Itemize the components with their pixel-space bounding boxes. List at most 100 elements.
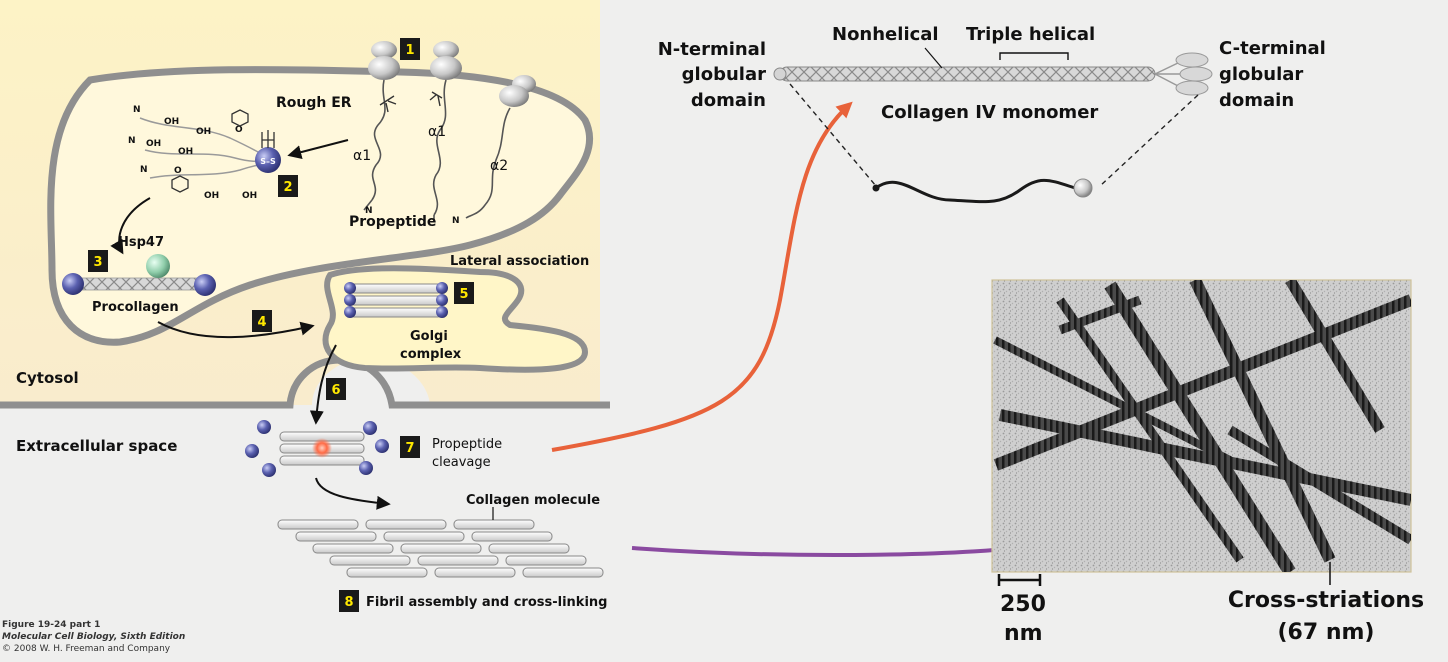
hsp47-icon <box>146 254 170 278</box>
c-propeptide-icon <box>194 274 216 296</box>
c-terminal-globule-icon <box>1179 66 1213 82</box>
cross-striations-label: Cross-striations <box>1228 588 1424 613</box>
oh-label: OH <box>178 147 193 157</box>
alpha1-chain-a <box>371 79 386 201</box>
scale-bar-unit: nm <box>1004 621 1043 646</box>
orange-arrow <box>551 101 853 452</box>
step-6-marker: 6 <box>326 378 346 400</box>
disulfide-globule-icon <box>255 147 281 173</box>
c-terminal-line3: domain <box>1219 90 1294 111</box>
collagen-molecule-label: Collagen molecule <box>466 493 600 508</box>
svg-text:7: 7 <box>405 441 414 456</box>
o-label: O <box>235 125 243 135</box>
n-terminus-label: N <box>365 206 373 216</box>
svg-text:5: 5 <box>459 287 468 302</box>
arrow-4-to-golgi <box>157 321 315 339</box>
figure-caption-line3: © 2008 W. H. Freeman and Company <box>2 644 171 654</box>
o-label: O <box>174 166 182 176</box>
arrow-6-exocytosis <box>309 344 337 425</box>
disulfide-label: S–S <box>260 157 276 166</box>
figure-caption-line1: Figure 19-24 part 1 <box>2 620 101 630</box>
procollagen-label: Procollagen <box>92 300 179 315</box>
alpha-chains <box>363 79 511 222</box>
c-terminal-ball-icon <box>1073 178 1093 198</box>
triple-helical-label: Triple helical <box>966 24 1095 45</box>
golgi-complex <box>322 265 589 373</box>
collagen-iv-monomer-title: Collagen IV monomer <box>881 102 1098 123</box>
procollagen <box>62 254 216 296</box>
alpha2-label: α2 <box>490 158 508 174</box>
sugar-ring-icon <box>231 109 249 127</box>
svg-text:3: 3 <box>93 255 102 270</box>
fibril-array <box>277 519 604 578</box>
oh-label: OH <box>204 191 219 201</box>
electron-micrograph <box>991 279 1412 586</box>
step-2-marker: 2 <box>278 175 298 197</box>
step-1-marker: 1 <box>400 38 420 60</box>
hydroxylation-cluster: S–S N OH OH N OH OH N O OH OH O <box>128 105 281 201</box>
c-terminal-line2: globular <box>1219 64 1303 85</box>
ribosomes <box>368 41 536 107</box>
step-5-marker: 5 <box>454 282 474 304</box>
ribosome-icon <box>430 41 462 80</box>
n-terminal-line2: globular <box>682 64 766 85</box>
n-terminal-globule-icon <box>773 67 787 81</box>
svg-text:2: 2 <box>283 180 292 195</box>
cytosol-label: Cytosol <box>16 369 79 387</box>
scale-bar-icon <box>997 574 1042 586</box>
golgi-label-line1: Golgi <box>410 329 448 344</box>
n-terminus-label: N <box>140 165 148 175</box>
svg-text:6: 6 <box>331 383 340 398</box>
triple-helical-bracket <box>999 52 1069 60</box>
n-terminal-line1: N-terminal <box>658 39 766 60</box>
arrow-2-to-3 <box>110 197 151 255</box>
cell <box>0 0 610 409</box>
cleavage-site-icon <box>312 438 332 458</box>
sugar-ring-icon <box>171 175 189 193</box>
c-terminal-globule-icon <box>1175 52 1209 68</box>
golgi-bundle <box>344 282 448 318</box>
alpha1-label: α1 <box>353 148 371 164</box>
oh-label: OH <box>164 117 179 127</box>
n-terminal-line3: domain <box>691 90 766 111</box>
alpha2-chain <box>465 107 511 219</box>
arrow-to-cluster <box>287 139 349 159</box>
n-terminus-label: N <box>452 216 460 226</box>
propeptide-label: Propeptide <box>349 214 436 230</box>
nonhelical-label: Nonhelical <box>832 24 939 45</box>
c-terminal-globule-icon <box>1175 80 1209 96</box>
ribosome-icon <box>368 41 400 80</box>
golgi-label-line2: complex <box>400 347 462 362</box>
n-terminus-label: N <box>128 136 136 146</box>
step-8-marker: 8 <box>339 590 359 612</box>
step-markers: 1 2 3 4 5 6 7 8 <box>88 38 474 612</box>
fibril-assembly-label: Fibril assembly and cross-linking <box>366 595 607 610</box>
cleavage-label-line2: cleavage <box>432 455 491 470</box>
collagen-iv-monomer <box>773 47 1213 204</box>
step-3-marker: 3 <box>88 250 108 272</box>
monomer-chain-schematic <box>875 178 1076 204</box>
cleavage-bundle <box>245 420 389 477</box>
n-terminus-label: N <box>133 105 141 115</box>
step-4-marker: 4 <box>252 310 272 332</box>
oh-label: OH <box>242 191 257 201</box>
oh-label: OH <box>146 139 161 149</box>
nonhelical-pointer <box>924 47 943 69</box>
lateral-association-label: Lateral association <box>450 254 589 269</box>
figure-caption-line2: Molecular Cell Biology, Sixth Edition <box>2 632 186 642</box>
cross-striations-period: (67 nm) <box>1278 620 1375 645</box>
zoom-line-left <box>789 83 877 187</box>
svg-text:1: 1 <box>405 43 414 58</box>
extracellular-space-label: Extracellular space <box>16 437 177 455</box>
rough-er <box>47 66 594 346</box>
glycosyl-branches <box>379 91 443 113</box>
hsp47-label: Hsp47 <box>118 235 164 250</box>
cleavage-label-line1: Propeptide <box>432 437 502 452</box>
n-propeptide-icon <box>62 273 84 295</box>
svg-text:4: 4 <box>257 315 266 330</box>
alpha1-label: α1 <box>428 124 446 140</box>
scale-bar-value: 250 <box>1000 592 1046 617</box>
rough-er-label: Rough ER <box>276 95 352 111</box>
arrow-7-to-8 <box>315 477 391 510</box>
